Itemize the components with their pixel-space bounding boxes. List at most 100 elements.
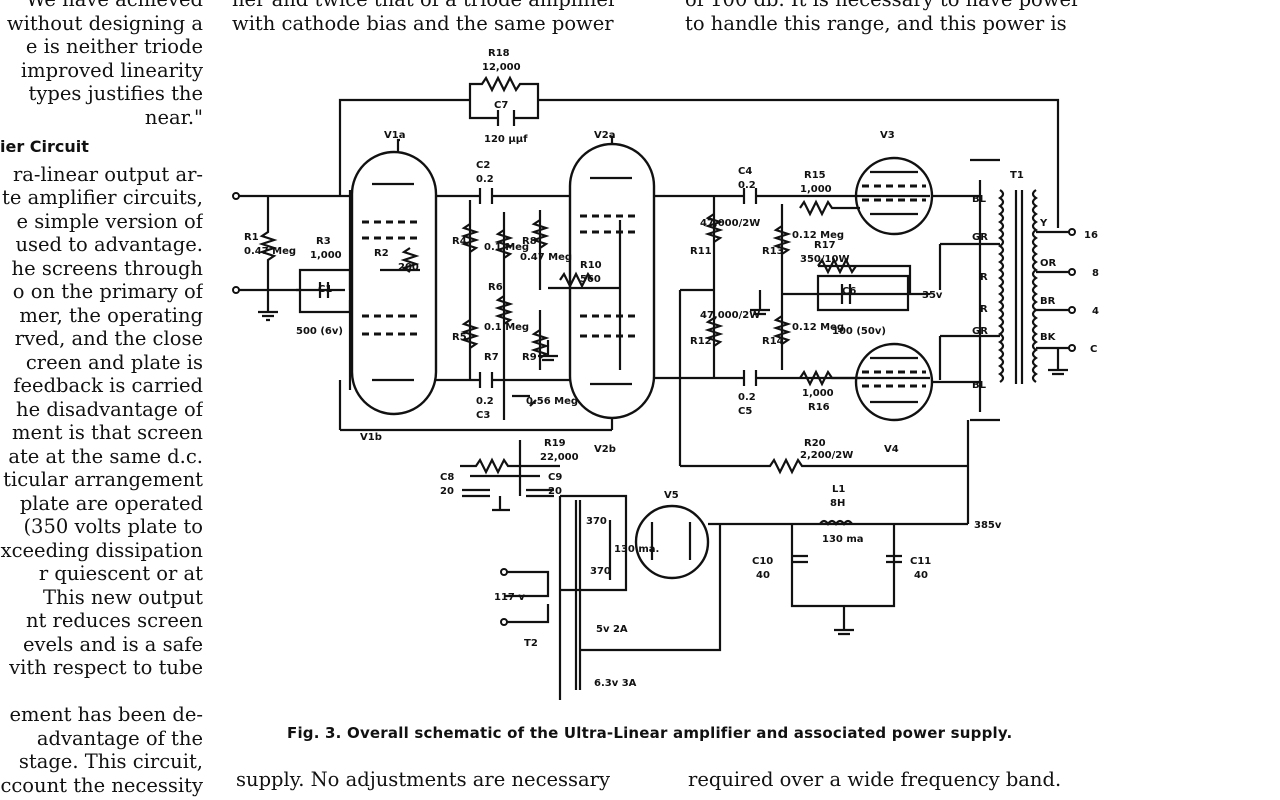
label: C [1090, 344, 1097, 355]
text-line: feedback is carried [13, 374, 203, 397]
label: V1b [360, 432, 382, 443]
label: 40 [914, 570, 928, 581]
label: 12,000 [482, 62, 521, 73]
label: R5 [452, 332, 467, 343]
label: 120 μμf [484, 134, 528, 145]
text-line: nt reduces screen [25, 609, 203, 632]
label: R14 [762, 336, 784, 347]
text-line: creen and plate is [25, 350, 203, 374]
top-right-text: of 100 db. It is necessary to have power… [685, 0, 1105, 35]
label: R12 [690, 336, 712, 347]
text-line: ate at the same d.c. [8, 444, 203, 468]
section-heading: ier Circuit [0, 137, 89, 156]
label: R7 [484, 352, 499, 363]
r18-resistor [468, 75, 540, 100]
label: 47,000/2W [700, 310, 760, 321]
label: 8H [830, 498, 845, 509]
text-line: evels and is a safe [22, 632, 203, 656]
label: R1 [244, 232, 259, 243]
label: 6.3v 3A [594, 678, 637, 689]
text-line: rved, and the close [14, 327, 203, 350]
text-line: te amplifier circuits, [2, 186, 203, 209]
label: V4 [884, 444, 899, 455]
label: BL [972, 380, 987, 391]
left-text-column: We have achievedwithout designing ae is … [0, 0, 203, 797]
label: C4 [738, 166, 752, 177]
text-line: e is neither triode [25, 35, 203, 58]
text-line: near." [144, 105, 203, 129]
text-line: ccount the necessity [0, 773, 203, 797]
text-line: ner and twice that of a triode amplifier [232, 0, 662, 12]
label: R16 [808, 402, 830, 413]
label: C2 [476, 160, 490, 171]
text-line: types justifies the [28, 82, 203, 105]
label: 0.47 Meg [520, 252, 572, 263]
label: 130 ma [822, 534, 864, 545]
label: BK [1040, 332, 1057, 343]
label: 8 [1092, 268, 1099, 279]
label: R [980, 272, 988, 283]
label: V3 [880, 130, 895, 141]
label: 0.12 Meg [792, 230, 844, 241]
label: R18 [488, 48, 510, 59]
label: C1 [318, 284, 332, 295]
label: 0.1 Meg [484, 322, 529, 333]
text-line: o on the primary of [12, 280, 203, 303]
label: 370 [590, 566, 611, 577]
label: L1 [832, 484, 845, 495]
label: 560 [580, 274, 601, 285]
label: OR [1040, 258, 1057, 269]
bottom-middle-text: supply. No adjustments are necessary [236, 768, 666, 792]
text-line: plate are operated [19, 491, 203, 515]
label: 350/10W [800, 254, 849, 265]
label: R8 [522, 236, 537, 247]
label: R [980, 304, 988, 315]
label: R4 [452, 236, 467, 247]
text-line: xceeding dissipation [0, 538, 203, 562]
label: BL [972, 194, 987, 205]
label: 0.2 [476, 396, 494, 407]
label: 0.2 [738, 392, 756, 403]
text-line: stage. This circuit, [18, 750, 203, 773]
label: R17 [814, 240, 836, 251]
label: GR [972, 326, 988, 337]
text-line: he disadvantage of [16, 397, 203, 421]
bottom-right-text: required over a wide frequency band. [688, 768, 1108, 792]
text-line: This new output [42, 585, 203, 609]
label: 5v 2A [596, 624, 628, 635]
text-line: advantage of the [36, 726, 203, 750]
label: 4 [1092, 306, 1099, 317]
text-line: of 100 db. It is necessary to have power [685, 0, 1105, 12]
label: R20 [804, 438, 826, 449]
text-line: e simple version of [16, 209, 203, 233]
label: 47,000/2W [700, 218, 760, 229]
label: 370 [586, 516, 607, 527]
label: 35v [922, 290, 943, 301]
label: 22,000 [540, 452, 579, 463]
label: R13 [762, 246, 784, 257]
text-line: (350 volts plate to [23, 515, 203, 538]
label: 2,200/2W [800, 450, 853, 461]
label: T2 [524, 638, 538, 649]
label: 0.12 Meg [792, 322, 844, 333]
c7-capacitor [468, 100, 540, 126]
label: 0.1 Meg [484, 242, 529, 253]
text-line: ra-linear output ar- [12, 162, 203, 186]
label: R6 [488, 282, 503, 293]
label: V2b [594, 444, 616, 455]
v4-tube [854, 342, 934, 422]
label: T1 [1010, 170, 1024, 181]
label: 0.2 [738, 180, 756, 191]
label: 1,000 [802, 388, 834, 399]
label: 0.47 Meg [244, 246, 296, 257]
label: Y [1039, 218, 1048, 229]
label: BR [1040, 296, 1056, 307]
text-line: vith respect to tube [9, 656, 203, 679]
text-line: ticular arrangement [3, 468, 203, 491]
label: 200 [398, 262, 419, 273]
label: C6 [842, 286, 856, 297]
label: 117 v [494, 592, 525, 603]
label: R9 [522, 352, 537, 363]
label: 500 (6v) [296, 326, 343, 337]
